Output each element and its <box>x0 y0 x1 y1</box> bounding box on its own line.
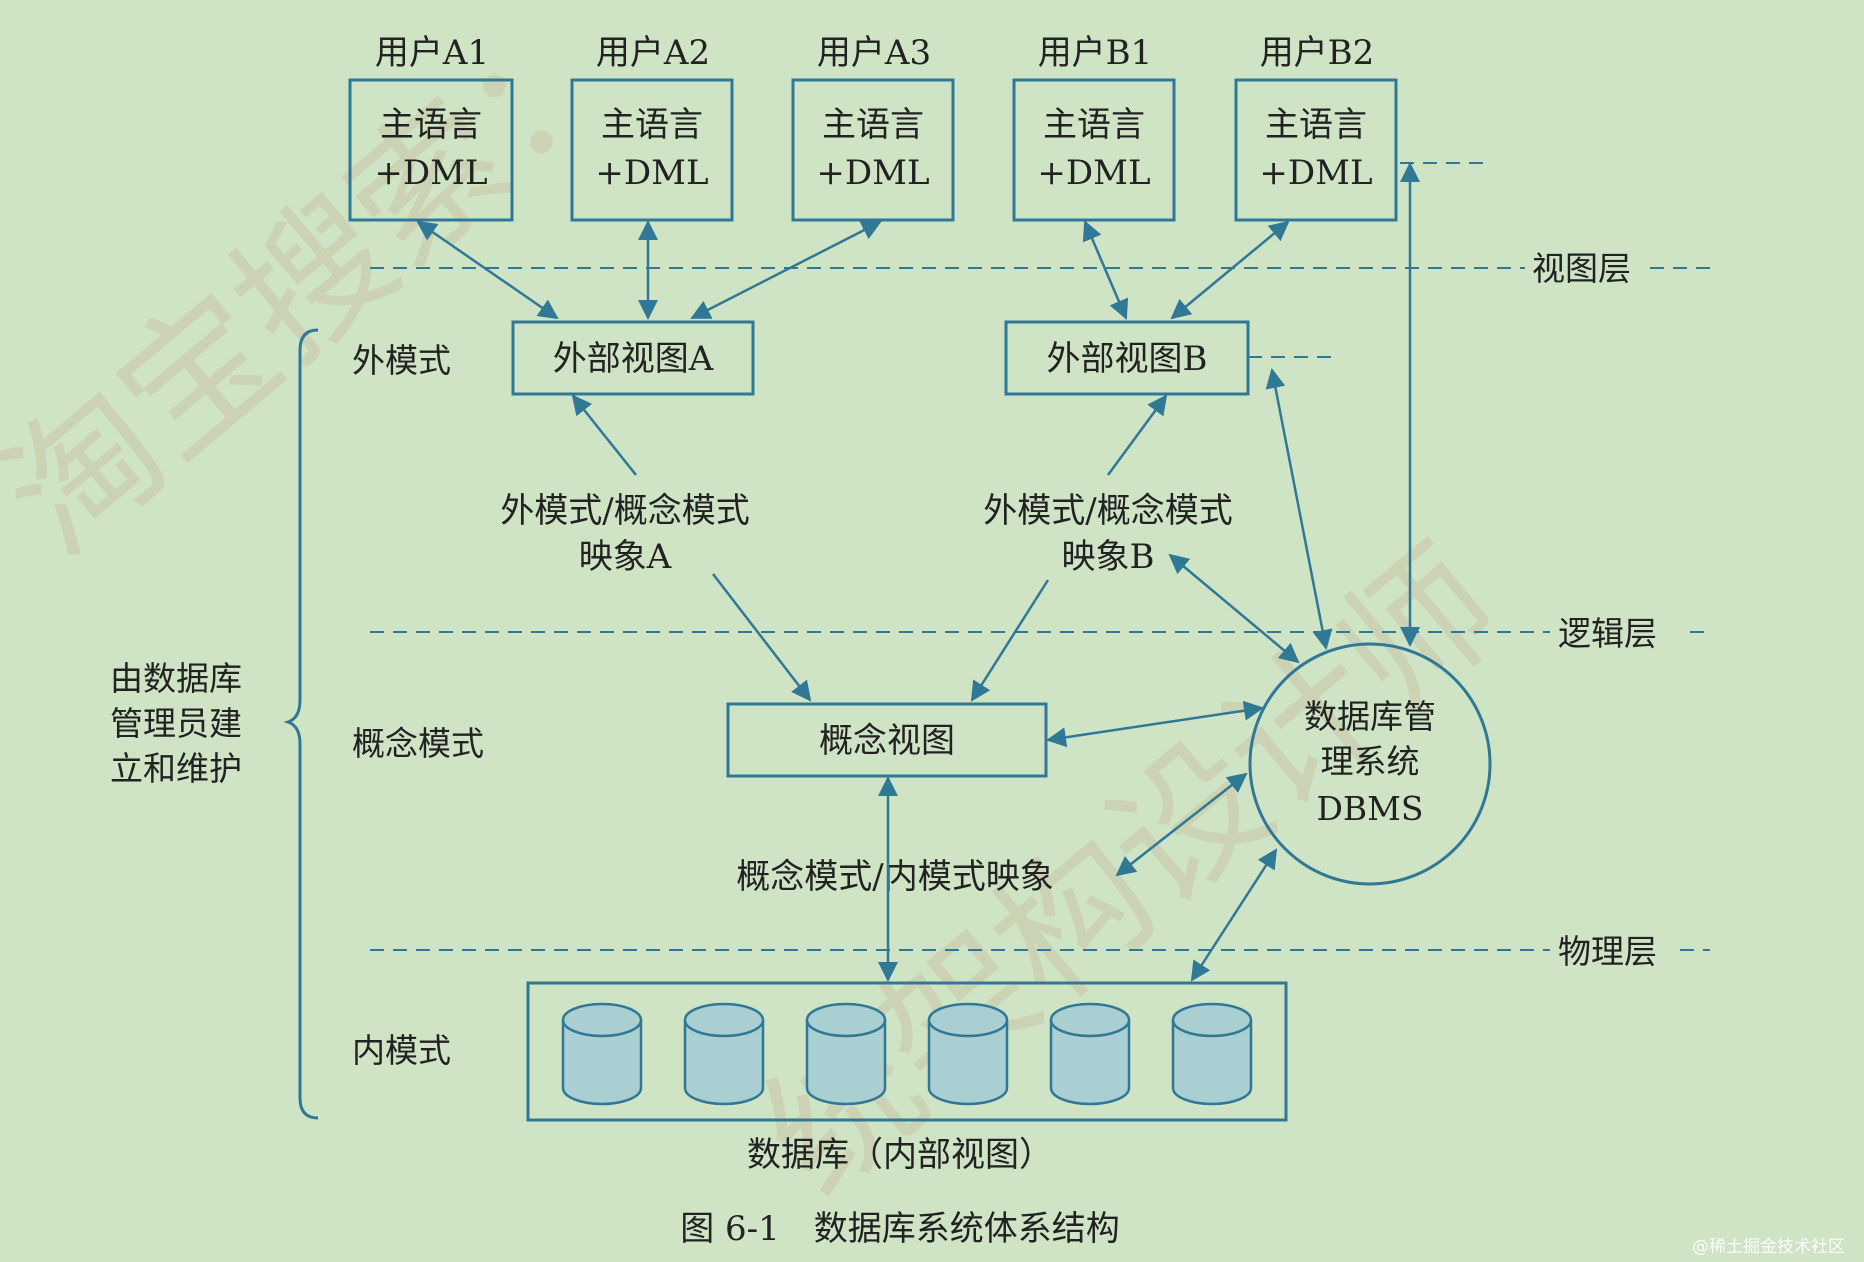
dbms-line2: 理系统 <box>1321 742 1420 781</box>
user-box <box>1234 78 1398 222</box>
mapping-b-label: 外模式/概念模式 映象B <box>983 491 1232 577</box>
dbms-line3: DBMS <box>1316 789 1423 828</box>
cylinder-body <box>683 1020 765 1106</box>
user-b2: 用户B2 主语言 +DML <box>1234 33 1398 222</box>
conceptual-view: 概念视图 <box>726 702 1048 778</box>
external-view-b-box <box>1004 320 1250 396</box>
database-cylinders <box>561 1002 1253 1106</box>
database-box <box>526 981 1288 1122</box>
user-box-line2: +DML <box>1037 153 1150 193</box>
mapping-a-label: 外模式/概念模式 映象A <box>500 491 749 577</box>
user-name: 用户A1 <box>375 33 489 73</box>
user-box-line1: 主语言 <box>380 105 482 145</box>
cylinder-top <box>561 1002 643 1038</box>
arrow-mapping-a-conceptual <box>712 573 812 702</box>
arrow-mapping-a-view-a <box>571 394 637 476</box>
database-cylinder-icon <box>805 1002 887 1106</box>
cylinder-body <box>1171 1020 1253 1106</box>
view-layer-label: 视图层 <box>1532 249 1631 288</box>
arrow-b2-view-b <box>1170 220 1290 320</box>
external-view-b-label: 外部视图B <box>1047 339 1208 379</box>
layer-lines <box>370 162 1710 951</box>
mapping-a-line2: 映象A <box>579 537 672 577</box>
user-box-line1: 主语言 <box>822 105 924 145</box>
figure-caption: 图 6-1 数据库系统体系结构 <box>680 1209 1120 1249</box>
dbms-circle <box>1248 642 1492 886</box>
user-a2: 用户A2 主语言 +DML <box>570 33 734 222</box>
cylinder-top <box>805 1002 887 1038</box>
arrow-view-b-dbms <box>1265 368 1333 650</box>
user-name: 用户B2 <box>1260 33 1375 73</box>
internal-schema-label: 内模式 <box>352 1031 451 1070</box>
external-view-a-label: 外部视图A <box>553 339 714 379</box>
external-view-b: 外部视图B <box>1004 320 1250 396</box>
database-cylinder-icon <box>561 1002 643 1106</box>
arrow-mapping-b-view-b <box>1106 394 1168 476</box>
logical-layer-label: 逻辑层 <box>1558 614 1657 653</box>
user-name: 用户A2 <box>596 33 710 73</box>
database: 数据库（内部视图） <box>526 981 1288 1175</box>
cylinder-top <box>1171 1002 1253 1038</box>
arrow-mapping-b-dbms <box>1168 553 1300 664</box>
cylinder-body <box>1049 1020 1131 1106</box>
user-box-line1: 主语言 <box>1043 105 1145 145</box>
user-a3: 用户A3 主语言 +DML <box>791 33 955 222</box>
dba-label-line2: 管理员建 <box>110 704 242 743</box>
external-schema-label: 外模式 <box>352 341 451 380</box>
user-box <box>1012 78 1176 222</box>
cylinder-body <box>927 1020 1009 1106</box>
database-cylinder-icon <box>927 1002 1009 1106</box>
cylinder-top <box>1049 1002 1131 1038</box>
user-box-line1: 主语言 <box>1265 105 1367 145</box>
arrow-b1-view-b <box>1082 220 1129 320</box>
user-box-line2: +DML <box>595 153 708 193</box>
arrow-mapping-dbms <box>1115 772 1248 877</box>
user-box-line2: +DML <box>374 153 487 193</box>
arrow-database-dbms <box>1190 848 1278 982</box>
external-view-a: 外部视图A <box>511 320 755 396</box>
mapping-b-line1: 外模式/概念模式 <box>983 491 1232 531</box>
cylinder-body <box>805 1020 887 1106</box>
arrow-conceptual-dbms <box>1046 700 1264 748</box>
user-box-line2: +DML <box>816 153 929 193</box>
cylinder-top <box>927 1002 1009 1038</box>
user-box-line2: +DML <box>1259 153 1372 193</box>
cylinder-top <box>683 1002 765 1038</box>
dbms-line1: 数据库管 <box>1304 697 1436 736</box>
dba-label: 由数据库 管理员建 立和维护 <box>110 659 242 788</box>
dba-label-line1: 由数据库 <box>110 659 242 698</box>
mapping-b-line2: 映象B <box>1062 537 1155 577</box>
arrows <box>416 162 1420 982</box>
user-name: 用户A3 <box>817 33 931 73</box>
physical-layer-label: 物理层 <box>1558 932 1657 971</box>
user-b1: 用户B1 主语言 +DML <box>1012 33 1176 222</box>
cylinder-body <box>561 1020 643 1106</box>
arrow-mapping-b-conceptual <box>970 579 1050 702</box>
conceptual-view-label: 概念视图 <box>819 721 955 761</box>
database-label: 数据库（内部视图） <box>747 1135 1053 1175</box>
user-name: 用户B1 <box>1038 33 1153 73</box>
external-view-a-box <box>511 320 755 396</box>
arrow-a3-view-a <box>690 220 882 320</box>
conceptual-internal-mapping-label: 概念模式/内模式映象 <box>736 857 1053 897</box>
conceptual-schema-label: 概念模式 <box>352 724 484 763</box>
user-a1: 用户A1 主语言 +DML <box>348 33 514 222</box>
dba-label-line3: 立和维护 <box>110 749 242 788</box>
database-cylinder-icon <box>683 1002 765 1106</box>
credit-watermark: @稀土掘金技术社区 <box>1692 1237 1845 1257</box>
user-box-line1: 主语言 <box>601 105 703 145</box>
user-box <box>791 78 955 222</box>
mapping-a-line1: 外模式/概念模式 <box>500 491 749 531</box>
arrow-a1-view-a <box>416 220 559 320</box>
dbms: 数据库管 理系统 DBMS <box>1248 642 1492 886</box>
dba-brace <box>283 328 319 1120</box>
database-cylinder-icon <box>1049 1002 1131 1106</box>
user-box <box>348 78 514 222</box>
database-cylinder-icon <box>1171 1002 1253 1106</box>
